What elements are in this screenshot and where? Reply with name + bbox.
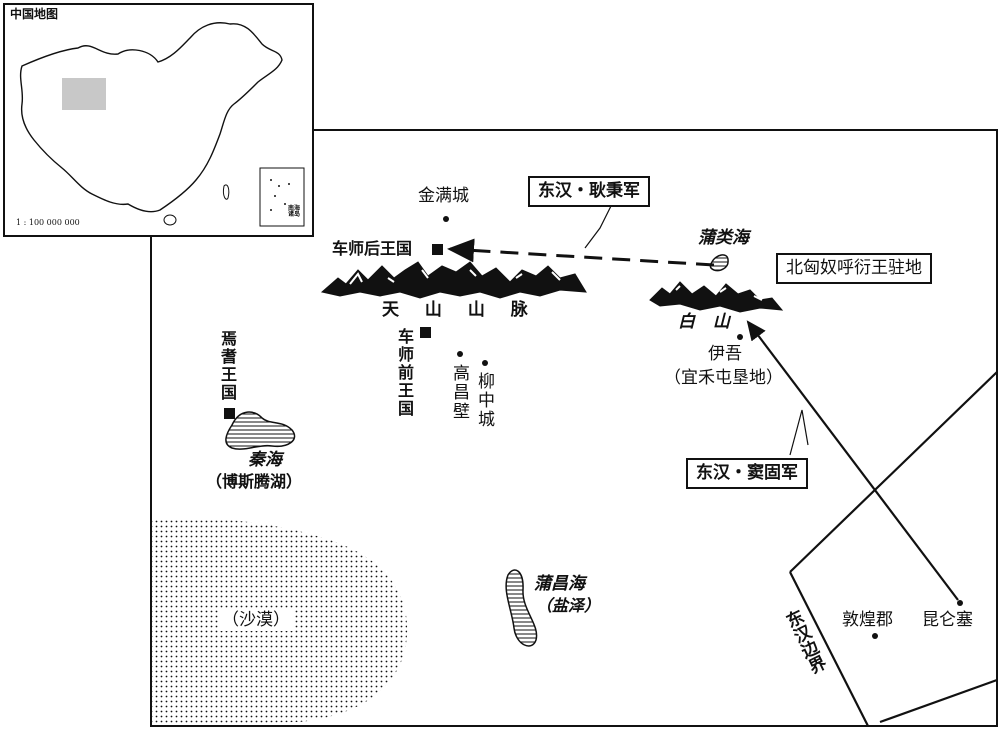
hainan-island	[163, 214, 177, 226]
jinman-dot	[443, 216, 449, 222]
label-gaochang: 高昌壁	[449, 364, 469, 421]
han-border-line	[789, 371, 998, 573]
label-yanze: （盐泽）	[536, 596, 601, 615]
xiongnu-box: 北匈奴呼衍王驻地	[776, 253, 932, 284]
dou-callout-line	[789, 409, 809, 456]
label-tianshan: 天 山 山 脉	[382, 300, 538, 320]
south-sea-box	[259, 167, 305, 227]
south-sea-label: 南海诸岛	[288, 205, 301, 218]
taiwan-island	[223, 184, 230, 200]
label-puchang: 蒲昌海	[534, 574, 585, 594]
han-border-line-3	[879, 678, 998, 724]
label-dunhuang: 敦煌郡	[842, 610, 893, 630]
tianshan-snow	[349, 269, 561, 285]
label-bosten: （博斯腾湖）	[206, 472, 303, 491]
label-qinhai: 秦海	[248, 450, 282, 470]
puchang-lake	[505, 569, 538, 647]
label-yiwu-sub: （宜禾屯垦地）	[664, 368, 783, 388]
label-jinman: 金满城	[418, 186, 469, 206]
inset-scale: 1 : 100 000 000	[16, 218, 80, 227]
geng-route-arrow	[447, 238, 715, 267]
liuzhong-dot	[482, 360, 488, 366]
inset-highlight	[62, 78, 106, 110]
label-baishan: 白 山	[678, 312, 736, 332]
dou-army-box: 东汉・窦固军	[686, 458, 808, 489]
inset-title: 中国地图	[10, 7, 59, 21]
bosten-lake	[225, 411, 296, 450]
pulei-lake	[709, 254, 729, 272]
baishan-mountains	[649, 281, 784, 313]
tianshan-mountains	[320, 261, 587, 299]
label-pulei: 蒲类海	[698, 228, 749, 248]
south-sea-dots	[270, 179, 290, 211]
cheshi-qian-marker	[420, 327, 431, 338]
yiwu-dot	[737, 334, 743, 340]
geng-callout-line	[584, 203, 613, 249]
geng-army-box: 东汉・耿秉军	[528, 176, 650, 207]
label-desert: （沙漠）	[218, 610, 294, 631]
label-yanqi: 焉耆王国	[218, 330, 237, 402]
kunlun-dot	[957, 600, 963, 606]
han-border-line-2	[789, 571, 869, 727]
yanqi-marker	[224, 408, 235, 419]
dou-route-arrow	[746, 320, 959, 601]
dunhuang-dot	[872, 633, 878, 639]
label-cheshi-hou: 车师后王国	[332, 239, 413, 258]
label-yiwu: 伊吾	[708, 344, 742, 364]
china-outline	[19, 22, 283, 213]
baishan-snow	[675, 285, 763, 301]
label-liuzhong: 柳中城	[474, 372, 494, 429]
gaochang-dot	[457, 351, 463, 357]
cheshi-hou-marker	[432, 244, 443, 255]
label-kunlun: 昆仑塞	[922, 610, 973, 630]
label-cheshi-qian: 车师前王国	[395, 328, 414, 418]
